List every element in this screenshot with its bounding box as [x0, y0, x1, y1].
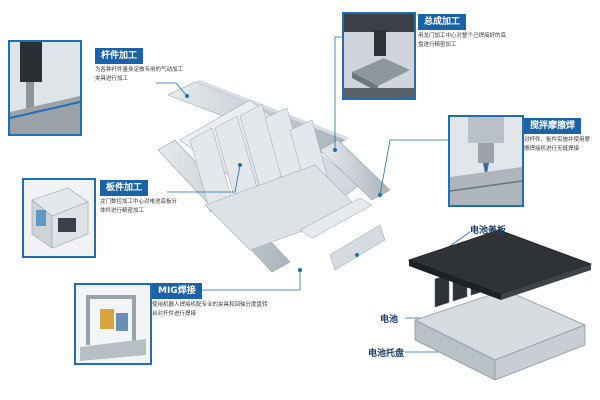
right-rail	[319, 139, 391, 201]
battery-cell-label: 电池	[380, 315, 399, 325]
friction-stir-welding-tag: 搅拌摩擦焊	[524, 118, 582, 134]
plate-machining-photo	[22, 178, 96, 258]
mig-welding-desc: 使用机器人焊接机配专业的夹具和回轴分度盘转台对杆件进行焊接	[152, 302, 268, 317]
battery-cover-label: 电池盖板	[470, 226, 507, 236]
top-rail	[167, 81, 346, 154]
assembly-machining-photo	[342, 12, 416, 100]
battery-pack-illustration	[407, 230, 593, 381]
battery-tray-label: 电池托盘	[368, 349, 405, 359]
friction-stir-welding-photo	[448, 115, 524, 207]
plate-machining-desc: 龙门数控加工中心对电池底板分体件进行精密加工	[100, 199, 178, 214]
rod-machining-tag: 杆件加工	[95, 48, 144, 64]
cross-beams	[189, 103, 331, 213]
friction-stir-welding-desc: 对杆件、板件实施并使用摩擦焊接机进行无缝焊接	[524, 137, 591, 152]
assembly-machining-tag: 总成加工	[418, 14, 467, 30]
rod-machining-photo	[8, 40, 82, 136]
mig-welding-photo	[74, 283, 152, 365]
rod-machining-desc: 为各种杆件量身定做专用的气动加工夹具进行加工	[95, 67, 184, 82]
lower-plate	[204, 164, 361, 251]
floor-plate	[179, 99, 361, 229]
assembly-machining-desc: 用龙门加工中心对整个已焊接好的底盘进行精密加工	[418, 33, 507, 48]
mig-welding-tag: MIG焊接	[152, 283, 202, 299]
plate-machining-tag: 板件加工	[100, 180, 149, 196]
